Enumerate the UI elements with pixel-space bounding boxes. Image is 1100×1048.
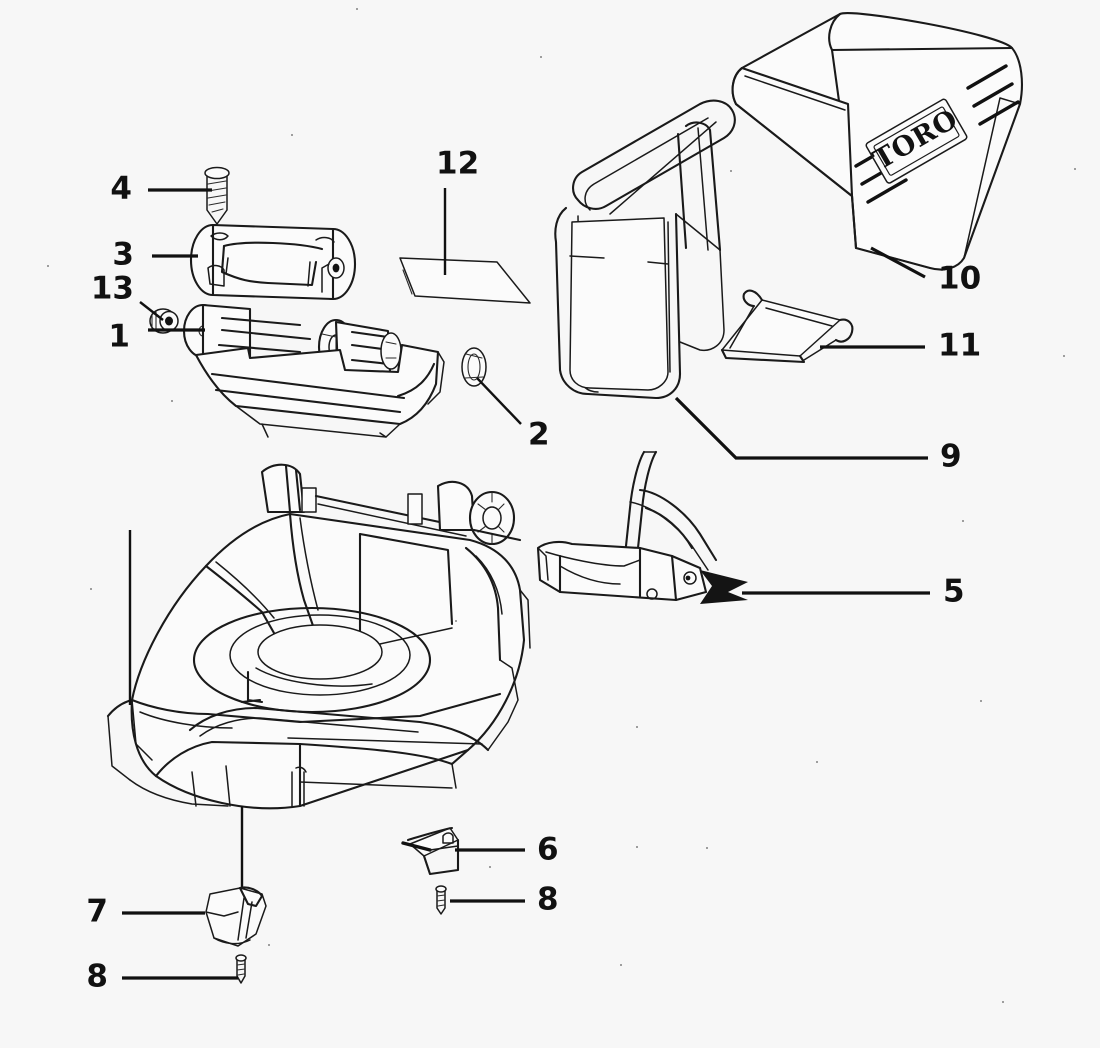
part-rear-discharge-chute bbox=[536, 450, 748, 604]
part-mower-deck-housing bbox=[106, 463, 531, 810]
callout-number-12: 12 bbox=[436, 146, 479, 182]
part-handle-screw bbox=[204, 166, 230, 225]
callout-number-2: 2 bbox=[528, 417, 550, 453]
vent-slots-upper bbox=[966, 64, 1020, 126]
callout-number-9: 9 bbox=[940, 439, 962, 475]
part-grass-bag-body: TORO bbox=[731, 12, 1023, 271]
callout-number-1: 1 bbox=[108, 319, 130, 355]
part-handle-tube-assembly bbox=[182, 303, 445, 438]
leader-2 bbox=[476, 377, 522, 425]
leader-13 bbox=[139, 301, 164, 321]
part-deflector-bracket bbox=[401, 826, 460, 876]
leader-9 bbox=[674, 396, 928, 460]
part-grommet-ring bbox=[461, 347, 487, 387]
part-handle-bracket-cover bbox=[189, 223, 357, 301]
callout-number-5: 5 bbox=[943, 574, 965, 610]
callout-number-4: 4 bbox=[110, 171, 132, 207]
leader-10 bbox=[870, 246, 926, 279]
callout-number-3: 3 bbox=[112, 237, 134, 273]
callout-number-8-lower: 8 bbox=[86, 959, 108, 995]
part-grass-bag-wire-frame bbox=[554, 99, 736, 400]
part-side-bracket bbox=[205, 886, 267, 947]
callout-number-13: 13 bbox=[91, 271, 134, 307]
scan-speckle bbox=[47, 8, 1076, 1003]
callout-layer: 1 2 3 4 5 6 7 8 8 9 10 11 12 bbox=[86, 146, 981, 995]
callout-number-6: 6 bbox=[537, 832, 559, 868]
part-bracket-screw-upper bbox=[435, 885, 447, 915]
part-bag-deflector-plate bbox=[720, 289, 854, 364]
callout-number-10: 10 bbox=[938, 261, 981, 297]
part-bracket-screw-lower bbox=[235, 954, 247, 984]
deck-height-adjust-linkage bbox=[260, 463, 522, 546]
callout-number-7: 7 bbox=[86, 894, 108, 930]
callout-number-8-upper: 8 bbox=[537, 882, 559, 918]
callout-number-11: 11 bbox=[938, 328, 981, 364]
part-flat-panel-plate bbox=[399, 257, 531, 304]
